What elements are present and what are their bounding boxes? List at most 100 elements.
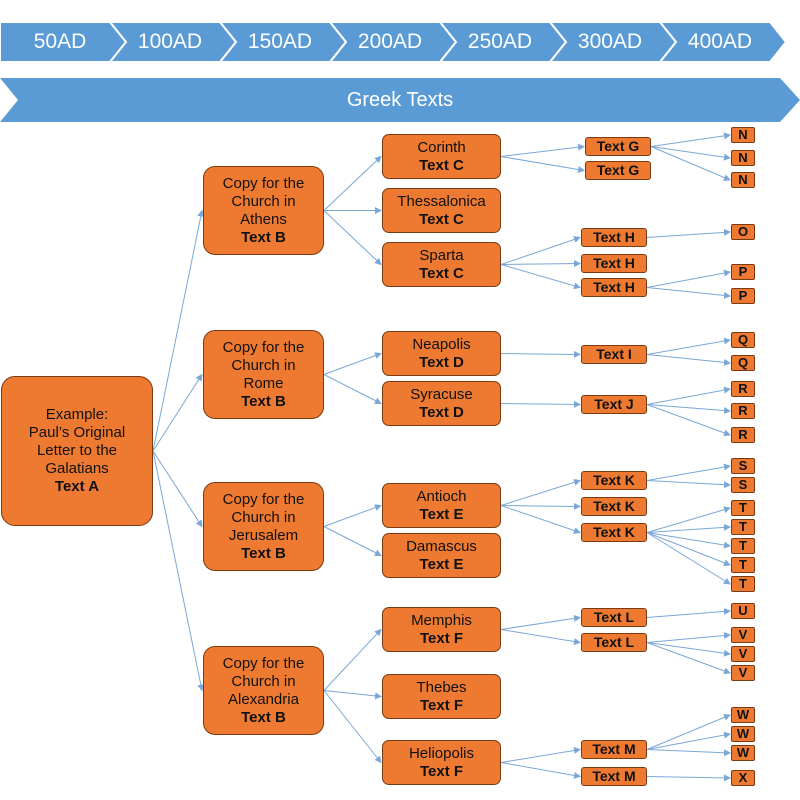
manuscript-node: P (731, 264, 755, 280)
timeline-label: 50AD (33, 30, 87, 53)
manuscript-node: T (731, 519, 755, 535)
city-text-id: Text D (419, 353, 464, 371)
connector-arrow (646, 228, 731, 238)
text-copy-node: Text K (581, 497, 647, 516)
church-node-label: Rome (243, 374, 284, 392)
city-name: Heliopolis (408, 744, 475, 762)
timeline-label: 300AD (577, 30, 643, 53)
connector-arrow (500, 747, 581, 763)
church-node-label: Copy for the (222, 338, 305, 356)
text-copy-node: Text K (581, 471, 647, 490)
connector-arrow (500, 236, 581, 265)
connector-arrow (500, 502, 581, 510)
manuscript-node: S (731, 477, 755, 493)
banner-arrow (0, 78, 800, 122)
connector-arrow (323, 352, 382, 375)
text-copy-node: Text J (581, 395, 647, 414)
manuscript-node: V (731, 627, 755, 643)
manuscript-node: V (731, 646, 755, 662)
manuscript-node: T (731, 538, 755, 554)
connector-arrow (500, 264, 581, 290)
city-text-id: Text E (419, 555, 464, 573)
church-node-label: Church in (231, 508, 296, 526)
connector-arrow (323, 374, 382, 404)
connector-arrow (323, 628, 382, 691)
timeline-label: 400AD (687, 30, 753, 53)
city-name: Syracuse (410, 385, 473, 403)
city-text-id: Text C (419, 264, 464, 282)
text-copy-node: Text I (581, 345, 647, 364)
city-name: Corinth (417, 138, 466, 156)
manuscript-node: N (731, 127, 755, 143)
connector-arrow (646, 404, 731, 415)
connector-arrow (500, 762, 581, 779)
text-copy-node: Text G (585, 161, 651, 180)
manuscript-node: R (731, 427, 755, 443)
connector-arrow (500, 505, 581, 534)
connector-arrow (323, 690, 382, 764)
connector-arrow (650, 146, 731, 161)
city-name: Thessalonica (397, 192, 486, 210)
connector-arrow (646, 523, 731, 533)
city-name: Damascus (406, 537, 477, 555)
city-text-id: Text E (419, 505, 464, 523)
connector-arrow (646, 607, 731, 618)
manuscript-node: X (731, 770, 755, 786)
church-node-text-id: Text B (241, 228, 286, 246)
manuscript-node: R (731, 403, 755, 419)
connector-arrow (646, 532, 731, 549)
connector-arrow (646, 337, 731, 355)
manuscript-node: U (731, 603, 755, 619)
city-text-id: Text C (419, 210, 464, 228)
text-copy-node: Text H (581, 228, 647, 247)
connector-arrow (646, 714, 731, 750)
church-node-text-id: Text B (241, 708, 286, 726)
connector-arrow (646, 386, 731, 405)
city-text-id: Text C (419, 156, 464, 174)
church-node-label: Jerusalem (228, 526, 299, 544)
root-node-label: Example: (45, 406, 109, 423)
text-copy-node: Text K (581, 523, 647, 542)
connector-arrow (500, 143, 585, 157)
connector-arrow (500, 400, 581, 408)
connector-arrow (500, 156, 585, 173)
manuscript-node: N (731, 150, 755, 166)
banner-title: Greek Texts (346, 88, 454, 111)
root-node-label: Galatians (45, 460, 109, 477)
city-text-id: Text D (419, 403, 464, 421)
connector-arrow (646, 749, 731, 757)
connector-arrow (500, 629, 581, 645)
manuscript-node: S (731, 458, 755, 474)
church-node-label: Athens (240, 210, 287, 228)
connector-arrow (646, 731, 731, 750)
manuscript-node: O (731, 224, 755, 240)
manuscript-node: Q (731, 332, 755, 348)
connector-arrow (650, 132, 731, 147)
city-name: Antioch (416, 487, 467, 505)
church-node-label: Church in (231, 192, 296, 210)
church-node-label: Copy for the (222, 654, 305, 672)
manuscript-node: W (731, 707, 755, 723)
text-copy-node: Text L (581, 608, 647, 627)
connector-arrow (152, 450, 205, 692)
timeline-segment (657, 21, 788, 63)
connector-arrow (646, 354, 731, 366)
manuscript-node: T (731, 500, 755, 516)
text-copy-node: Text H (581, 254, 647, 273)
timeline-label: 250AD (467, 30, 533, 53)
manuscript-node: R (731, 381, 755, 397)
text-copy-node: Text L (581, 633, 647, 652)
manuscript-node: W (731, 726, 755, 742)
timeline-label: 200AD (357, 30, 423, 53)
connector-arrow (500, 478, 581, 506)
connector-arrow (646, 269, 731, 288)
